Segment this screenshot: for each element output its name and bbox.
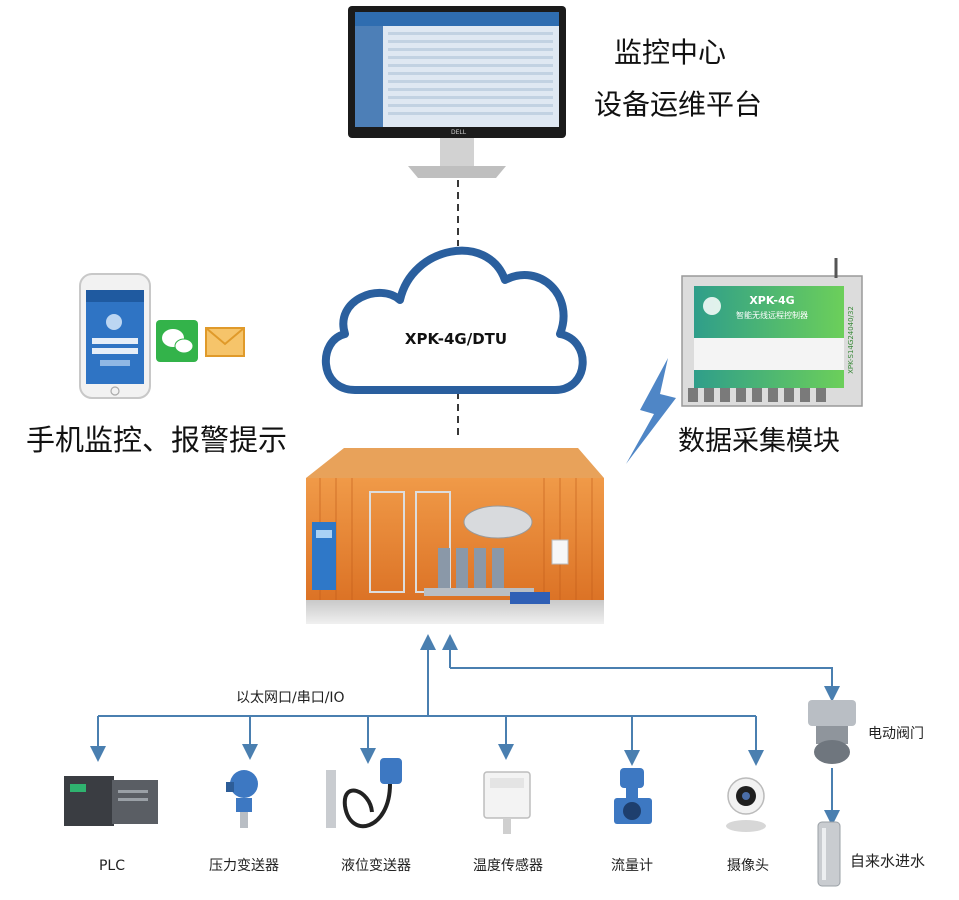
mobile-label: 手机监控、报警提示 — [26, 423, 287, 457]
device-label-camera: 摄像头 — [727, 858, 769, 874]
cloud-label: XPK-4G/DTU — [405, 330, 507, 348]
device-label-plc: PLC — [99, 858, 125, 874]
mail-icon — [205, 327, 245, 357]
module-label: 数据采集模块 — [678, 426, 840, 457]
module-model: XPK-S14G24040/32 — [847, 306, 855, 374]
cloud-icon — [321, 246, 587, 394]
center-title-2: 设备运维平台 — [594, 88, 762, 121]
phone-icon — [79, 273, 151, 399]
level-transmitter-icon — [326, 758, 402, 829]
data-module-icon — [681, 258, 863, 407]
wechat-icon — [156, 320, 198, 362]
bus-label: 以太网口/串口/IO — [236, 690, 345, 706]
plc-icon — [64, 776, 158, 826]
module-brand: XPK-4G — [749, 294, 794, 307]
water-label: 自来水进水 — [850, 852, 925, 870]
temperature-sensor-icon — [483, 771, 531, 834]
flow-meter-icon — [614, 768, 652, 824]
monitor-icon: DELL — [348, 6, 566, 178]
camera-icon — [726, 777, 766, 832]
device-label-level: 液位变送器 — [341, 858, 411, 874]
pump-room-image — [306, 448, 604, 624]
wireless-bolt-icon — [626, 358, 676, 464]
water-inlet-icon — [817, 821, 841, 887]
electric-valve-icon — [808, 700, 856, 764]
pressure-transmitter-icon — [226, 770, 258, 828]
valve-label: 电动阀门 — [868, 726, 924, 742]
device-label-temperature: 温度传感器 — [473, 857, 543, 874]
bus-lines — [90, 634, 840, 826]
device-label-flow: 流量计 — [611, 858, 653, 874]
module-subtitle: 智能无线远程控制器 — [736, 310, 808, 320]
center-title-1: 监控中心 — [614, 36, 726, 69]
device-label-pressure: 压力变送器 — [209, 858, 279, 874]
svg-text:DELL: DELL — [451, 129, 467, 136]
